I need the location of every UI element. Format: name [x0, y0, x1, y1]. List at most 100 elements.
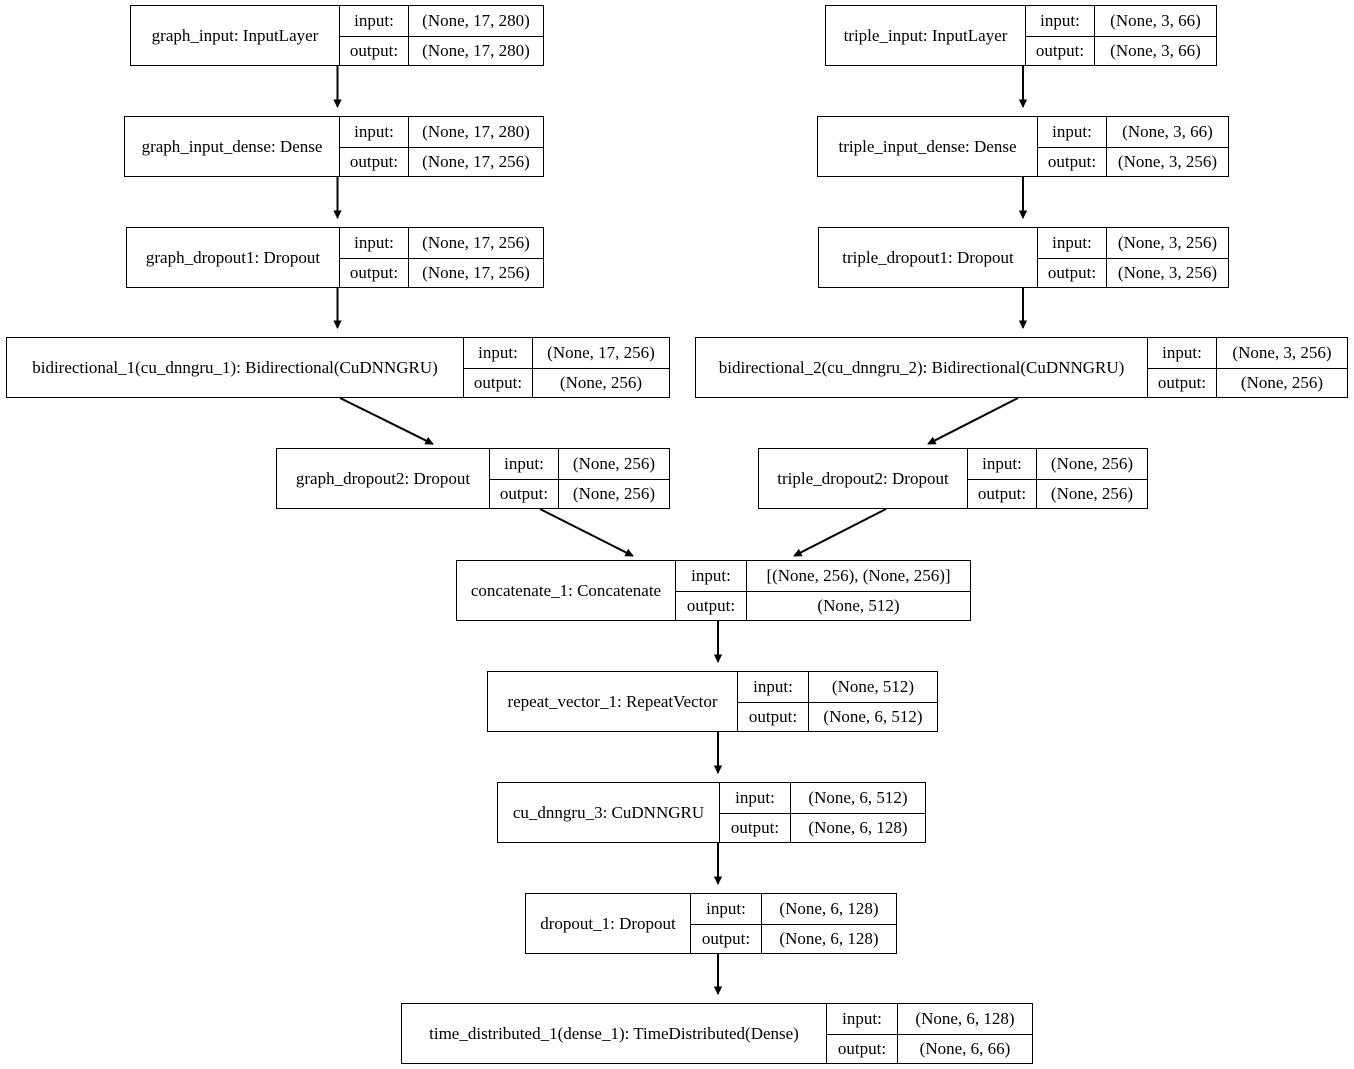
io-value-output: (None, 512)	[746, 591, 970, 620]
layer-io-table: input:(None, 17, 280)output:(None, 17, 2…	[339, 6, 543, 65]
io-row-output: output:(None, 256)	[1148, 367, 1347, 397]
edge-bidirectional_2-to-triple_dropout2	[927, 397, 1019, 445]
io-key-output: output:	[349, 151, 399, 171]
io-value-input: (None, 6, 512)	[790, 783, 925, 813]
io-value-output: (None, 6, 512)	[808, 702, 937, 731]
io-key-output: output:	[1035, 40, 1085, 60]
layer-node-triple_input: triple_input: InputLayer input:(None, 3, …	[825, 5, 1217, 66]
layer-node-label: graph_dropout1: Dropout	[145, 247, 321, 267]
io-value-output: (None, 256)	[532, 368, 669, 397]
layer-node-triple_dropout2: triple_dropout2: Dropout input: (None, 256…	[758, 448, 1148, 509]
io-key-output: output:	[1157, 372, 1207, 392]
io-row-input: input:(None, 17, 256)	[340, 228, 543, 258]
io-key-output: output:	[1047, 262, 1097, 282]
io-row-output: output: (None, 17, 256)	[340, 257, 543, 287]
io-row-output: output:(None, 3, 256)	[1038, 257, 1228, 287]
io-row-output: output:(None, 6, 512)	[738, 701, 937, 731]
io-row-input: input: (None, 6, 512)	[720, 783, 925, 813]
io-key-input: input:	[982, 453, 1022, 473]
layer-node-label: graph_input: InputLayer	[151, 25, 319, 45]
edges	[333, 66, 1028, 995]
layer-io-table: input:(None, 256)output:(None, 256)	[489, 449, 669, 508]
layer-io-table: input:[(None, 256), (None, 256)] output: (…	[675, 561, 970, 620]
layer-io-table: input:(None, 17, 256) output: (None, 17, 2…	[339, 228, 543, 287]
layer-node-label: bidirectional_2(cu_dnngru_2): Bidirectio…	[718, 357, 1125, 377]
io-row-input: input: (None, 3, 256)	[1148, 338, 1347, 368]
io-key-input: input:	[354, 10, 394, 30]
io-row-input: input:(None, 3, 256)	[1038, 228, 1228, 258]
layer-io-table: input: (None, 6, 512) output: (None, 6, 128…	[719, 783, 925, 842]
io-row-input: input:(None, 3, 66)	[1026, 6, 1216, 36]
layer-node-time_distributed_1: time_distributed_1(dense_1): TimeDistrib…	[401, 1003, 1033, 1064]
io-row-output: output:(None, 256)	[490, 478, 669, 508]
layer-node-label: triple_dropout2: Dropout	[777, 468, 949, 488]
io-row-output: output: (None, 17, 256)	[340, 146, 543, 176]
io-row-output: output:(None, 6, 128)	[691, 923, 896, 953]
io-key-input: input:	[753, 676, 793, 696]
io-value-output: (None, 17, 256)	[408, 258, 543, 287]
io-key-input: input:	[1162, 342, 1202, 362]
io-value-input: (None, 3, 256)	[1216, 338, 1347, 368]
io-value-input: [(None, 256), (None, 256)]	[746, 561, 970, 591]
layer-node-cu_dnngru_3: cu_dnngru_3: CuDNNGRU input: (None, 6, 512…	[497, 782, 926, 843]
io-row-output: output: (None, 6, 66)	[827, 1033, 1032, 1063]
layer-node-bidirectional_1: bidirectional_1(cu_dnngru_1): Bidirectio…	[6, 337, 670, 398]
layer-node-label: triple_dropout1: Dropout	[842, 247, 1014, 267]
io-row-input: input:[(None, 256), (None, 256)]	[676, 561, 970, 591]
io-key-input: input:	[1052, 121, 1092, 141]
io-row-output: output:(None, 3, 256)	[1038, 146, 1228, 176]
io-value-input: (None, 256)	[1036, 449, 1147, 479]
io-row-output: output:(None, 3, 66)	[1026, 35, 1216, 65]
io-value-output: (None, 17, 256)	[408, 147, 543, 176]
io-value-input: (None, 17, 256)	[408, 228, 543, 258]
io-value-input: (None, 3, 256)	[1106, 228, 1228, 258]
layer-node-graph_input: graph_input: InputLayer input:(None, 17, …	[130, 5, 544, 66]
io-key-input: input:	[354, 121, 394, 141]
io-value-input: (None, 17, 280)	[408, 117, 543, 147]
layer-io-table: input:(None, 6, 128) output: (None, 6, 66)	[826, 1004, 1032, 1063]
layer-io-table: input:(None, 6, 128)output:(None, 6, 128…	[690, 894, 896, 953]
layer-io-table: input: (None, 17, 280) output: (None, 17, 2…	[339, 117, 543, 176]
io-key-output: output:	[473, 372, 523, 392]
io-value-input: (None, 6, 128)	[897, 1004, 1032, 1034]
io-key-input: input:	[1040, 10, 1080, 30]
io-key-input: input:	[706, 898, 746, 918]
io-key-output: output:	[730, 817, 780, 837]
edge-bidirectional_1-to-graph_dropout2	[339, 397, 434, 445]
io-key-output: output:	[499, 483, 549, 503]
io-row-output: output:(None, 17, 280)	[340, 35, 543, 65]
io-value-input: (None, 17, 256)	[532, 338, 669, 368]
io-value-input: (None, 3, 66)	[1106, 117, 1228, 147]
layer-node-label: triple_input: InputLayer	[843, 25, 1008, 45]
io-key-output: output:	[349, 262, 399, 282]
io-row-input: input: (None, 256)	[968, 449, 1147, 479]
layer-node-bidirectional_2: bidirectional_2(cu_dnngru_2): Bidirectio…	[695, 337, 1348, 398]
io-value-output: (None, 6, 128)	[790, 813, 925, 842]
layer-io-table: input: (None, 256) output: (None, 256)	[967, 449, 1147, 508]
io-row-input: input: (None, 17, 280)	[340, 117, 543, 147]
layer-node-graph_dropout1: graph_dropout1: Dropout input:(None, 17, …	[126, 227, 544, 288]
io-row-input: input:(None, 6, 128)	[827, 1004, 1032, 1034]
io-key-output: output:	[349, 40, 399, 60]
io-key-output: output:	[686, 595, 736, 615]
io-row-output: output: (None, 256)	[968, 478, 1147, 508]
layer-io-table: input:(None, 3, 66)output:(None, 3, 66)	[1025, 6, 1216, 65]
layer-node-label: bidirectional_1(cu_dnngru_1): Bidirectio…	[32, 357, 438, 377]
io-value-output: (None, 256)	[1036, 479, 1147, 508]
io-row-input: input:(None, 512)	[738, 672, 937, 702]
layer-node-label: graph_dropout2: Dropout	[295, 468, 471, 488]
io-row-input: input:(None, 17, 280)	[340, 6, 543, 36]
layer-node-label: cu_dnngru_3: CuDNNGRU	[512, 802, 705, 822]
io-key-output: output:	[977, 483, 1027, 503]
io-key-input: input:	[478, 342, 518, 362]
io-row-input: input:(None, 6, 128)	[691, 894, 896, 924]
io-key-output: output:	[837, 1038, 887, 1058]
io-key-output: output:	[1047, 151, 1097, 171]
io-key-input: input:	[735, 787, 775, 807]
io-value-output: (None, 6, 66)	[897, 1034, 1032, 1063]
